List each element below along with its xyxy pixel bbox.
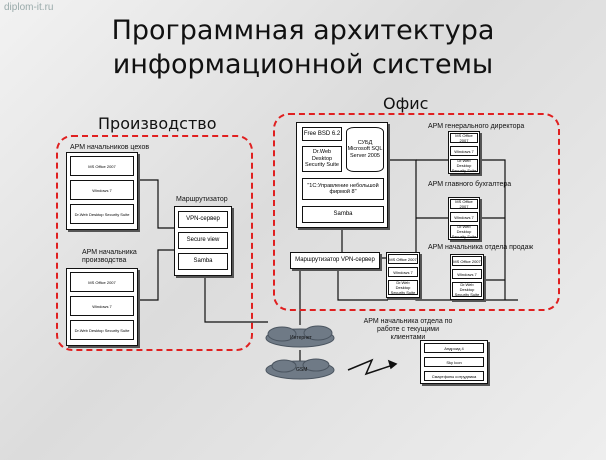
sales-head-label: АРМ начальника отдела продаж [428,244,534,251]
server-dbms: СУБД Microsoft SQL Server 2005 [346,127,384,172]
gsm-label: GSM [296,367,308,373]
office-label: Офис [383,94,429,113]
office-router: Маршрутизатор VPN-сервер [290,252,380,269]
server-samba: Samba [302,206,384,223]
server-1c: "1С:Управление небольшой фирмой 8" [302,178,384,200]
title-line-2: информационной системы [112,49,494,80]
ceo-card-antivirus: Dr.Web Desktop Security Suite [450,158,478,173]
ceo-card-windows: Windows 7 [450,146,478,156]
workshop-card-antivirus: Dr.Web Desktop Security Suite [70,204,134,224]
production-card-office: MS Office 2007 [70,272,134,292]
remote-card-smartphones: Смартфоны сотрудника [424,371,484,381]
mid-card-office: MS Office 2007 [388,254,418,264]
workshop-heads-label: АРМ начальников цехов [70,144,150,151]
production-card-antivirus: Dr.Web Desktop Security Suite [70,320,134,340]
remote-card-android: Андроид 4 [424,343,484,353]
internet-label: Интернет [290,335,312,341]
remote-card-sky-icon: Sky Icon [424,357,484,367]
server-freebsd: Free BSD 6.2 [302,127,342,141]
accountant-card-antivirus: Dr.Web Desktop Security Suite [450,224,478,239]
router-samba: Samba [178,253,228,270]
production-head-label: АРМ начальника производства [82,249,137,264]
production-router-label: Маршрутизатор [176,196,228,203]
ceo-card-office: MS Office 2007 [450,133,478,143]
mid-card-windows: Windows 7 [388,267,418,277]
router-secure-view: Secure view [178,232,228,249]
workshop-card-office: MS Office 2007 [70,156,134,176]
accountant-card-office: MS Office 2007 [450,199,478,209]
title-line-1: Программная архитектура [111,15,495,46]
production-region [56,135,253,351]
mid-card-antivirus: Dr.Web Desktop Security Suite [388,280,418,295]
sales-card-antivirus: Dr.Web Desktop Security Suite [452,282,482,297]
remote-label: АРМ начальника отдела по работе с текущи… [363,318,453,341]
production-label: Производство [98,114,217,133]
sales-card-office: MS Office 2007 [452,256,482,266]
accountant-card-windows: Windows 7 [450,212,478,222]
server-antivirus: Dr.Web Desktop Security Suite [302,146,342,172]
router-vpn-server: VPN-сервер [178,211,228,228]
accountant-label: АРМ главного бухгалтера [428,181,512,188]
office-region [273,113,560,311]
ceo-label: АРМ генерального директора [428,123,525,130]
sales-card-windows: Windows 7 [452,269,482,279]
production-card-windows: Windows 7 [70,296,134,316]
watermark: diplom-it.ru [4,2,54,13]
workshop-card-windows: Windows 7 [70,180,134,200]
